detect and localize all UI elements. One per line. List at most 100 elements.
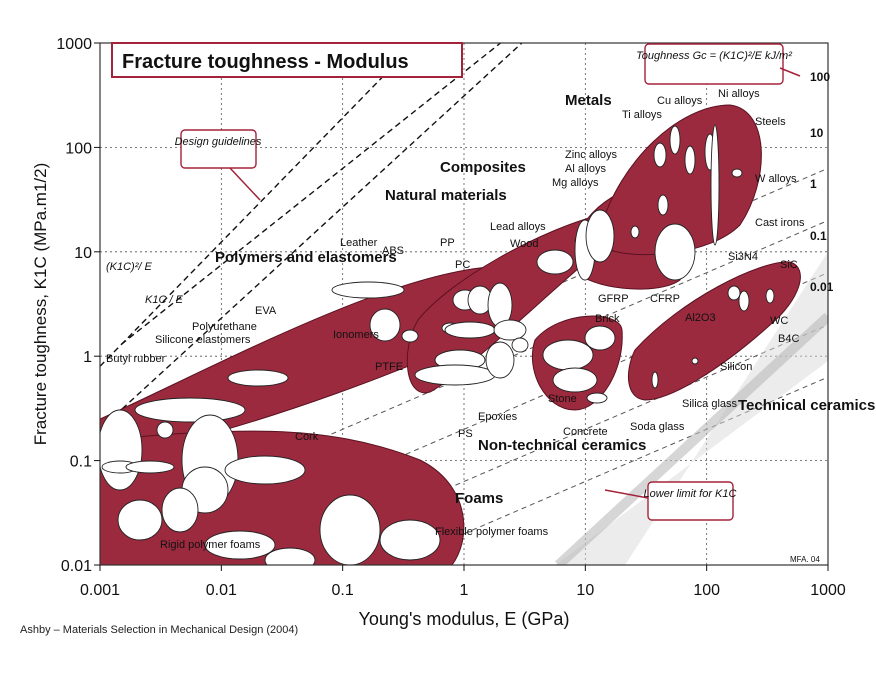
material-bubble	[669, 125, 681, 155]
watermark-text: MFA. 04	[790, 555, 820, 564]
material-bubble	[100, 409, 143, 491]
y-tick-label: 100	[65, 140, 92, 157]
material-label-mg-alloys: Mg alloys	[552, 177, 599, 189]
y-tick-label: 1000	[56, 36, 92, 53]
material-label-soda-glass: Soda glass	[630, 421, 685, 433]
material-label-wc: WC	[770, 315, 788, 327]
lower-limit-arrow	[604, 489, 649, 499]
y-tick-label: 1	[83, 349, 92, 366]
title-frame	[111, 42, 463, 78]
x-tick-label: 1000	[810, 582, 846, 599]
family-label-polymers-and-elastomers: Polymers and elastomers	[215, 249, 397, 266]
material-bubble	[379, 519, 441, 561]
material-bubble	[401, 329, 419, 343]
material-bubble	[542, 339, 594, 371]
material-bubble	[584, 325, 616, 351]
y-tick-label: 0.01	[61, 558, 92, 575]
material-bubble	[536, 249, 574, 275]
chart-title: Fracture toughness - Modulus	[122, 51, 409, 73]
material-label-wood: Wood	[510, 238, 539, 250]
material-bubble	[224, 455, 306, 485]
material-bubble	[691, 357, 699, 365]
material-label-concrete: Concrete	[563, 426, 608, 438]
material-bubble	[134, 397, 246, 423]
toughness-arrow	[779, 67, 801, 77]
material-bubble	[161, 487, 199, 533]
design-guideline-lines	[100, 43, 523, 430]
material-label-abs: ABS	[382, 245, 404, 257]
y-axis-label: Fracture toughness, K1C (MPa.m1/2)	[31, 163, 50, 446]
material-bubbles	[100, 124, 775, 565]
material-label-w-alloys: W alloys	[755, 173, 797, 185]
material-label-silicone-elastomers: Silicone elastomers	[155, 334, 251, 346]
material-label-polyurethane: Polyurethane	[192, 321, 257, 333]
x-tick-label: 0.001	[80, 582, 120, 599]
material-label-stone: Stone	[548, 393, 577, 405]
material-bubble	[585, 209, 615, 263]
material-bubble	[654, 223, 696, 281]
material-bubble	[710, 124, 720, 246]
family-label-metals: Metals	[565, 92, 612, 109]
material-label-leather: Leather	[340, 237, 378, 249]
material-label-ps: PS	[458, 428, 473, 440]
material-bubble	[369, 308, 401, 342]
material-label-butyl-rubber: Butyl rubber	[106, 353, 166, 365]
lower-limit-frame	[647, 481, 734, 521]
material-label-silicon: Silicon	[720, 361, 752, 373]
y-tick-label: 10	[74, 245, 92, 262]
guide-third-line	[120, 43, 501, 345]
toughness-callout-frame	[644, 43, 784, 85]
material-label-steels: Steels	[755, 116, 786, 128]
design-guidelines-arrow	[229, 167, 261, 201]
design-guidelines-text: Design guidelines	[175, 136, 262, 148]
guide-value-label: 0.01	[810, 280, 834, 294]
title-box: Fracture toughness - Modulus	[111, 42, 463, 78]
material-bubble	[485, 341, 515, 379]
material-label-cast-irons: Cast irons	[755, 217, 805, 229]
material-bubble	[156, 421, 174, 439]
x-tick-label: 0.01	[206, 582, 237, 599]
material-label-cork: Cork	[295, 431, 319, 443]
toughness-callout: Toughness Gc = (K1C)²/E kJ/m²	[636, 43, 801, 85]
material-bubble	[731, 168, 743, 178]
guide-value-label: 1	[810, 177, 817, 191]
material-label-b4c: B4C	[778, 333, 799, 345]
material-bubble	[657, 194, 669, 216]
family-label-composites: Composites	[440, 159, 526, 176]
material-bubble	[651, 371, 659, 389]
x-tick-label: 0.1	[332, 582, 354, 599]
x-tick-label: 1	[460, 582, 469, 599]
material-bubble	[117, 499, 163, 541]
x-axis-label: Young's modulus, E (GPa)	[359, 609, 570, 629]
guide-k2-over-e-line	[100, 43, 417, 367]
material-bubble	[227, 369, 289, 387]
material-label-sic: SiC	[780, 259, 798, 271]
family-label-foams: Foams	[455, 490, 503, 507]
guide-value-label: 100	[810, 70, 830, 84]
material-label-al-alloys: Al alloys	[565, 163, 606, 175]
material-label-cu-alloys: Cu alloys	[657, 95, 703, 107]
credit-text: Ashby – Materials Selection in Mechanica…	[20, 624, 299, 636]
material-bubble	[727, 285, 741, 301]
material-label-cfrp: CFRP	[650, 293, 680, 305]
material-label-epoxies: Epoxies	[478, 411, 518, 423]
material-label-flexible-polymer-foams: Flexible polymer foams	[435, 526, 549, 538]
lower-limit-text: Lower limit for K1C	[644, 488, 737, 500]
material-bubble	[684, 145, 696, 175]
material-label-pc: PC	[455, 259, 470, 271]
guide-value-label: 0.1	[810, 229, 827, 243]
design-guidelines-frame	[180, 129, 257, 169]
guide-label-k2-over-e: (K1C)²/ E	[106, 261, 153, 273]
material-bubble	[331, 281, 405, 299]
family-label-non-technical-ceramics: Non-technical ceramics	[478, 437, 646, 454]
toughness-callout-text: Toughness Gc = (K1C)²/E kJ/m²	[636, 50, 792, 62]
material-label-brick: Brick	[595, 313, 620, 325]
material-label-silica-glass: Silica glass	[682, 398, 738, 410]
plot-content	[100, 43, 828, 565]
